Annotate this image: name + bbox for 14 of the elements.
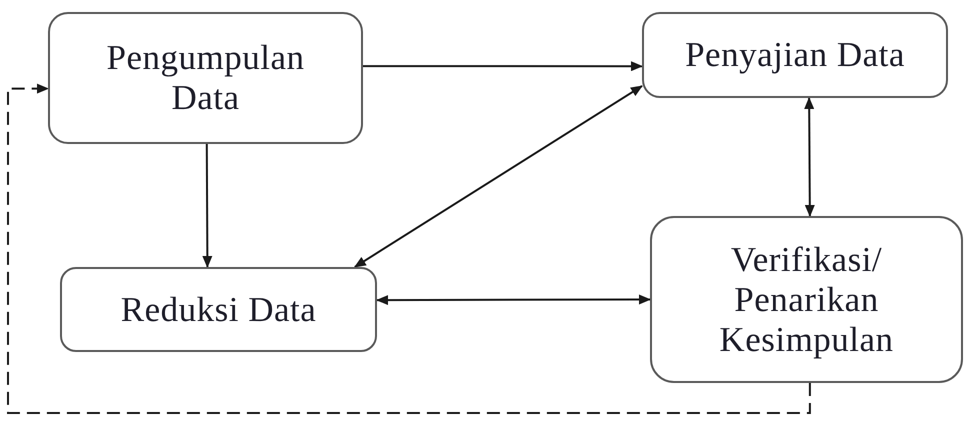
arrow xyxy=(804,97,815,217)
box-label: Pengumpulan Data xyxy=(106,38,306,118)
arrow xyxy=(363,61,643,72)
box-label: Verifikasi/ Penarikan Kesimpulan xyxy=(718,240,895,360)
process-box xyxy=(48,12,363,144)
box-label: Penyajian Data xyxy=(685,35,905,75)
process-box xyxy=(60,267,377,352)
process-box xyxy=(642,12,948,98)
arrow xyxy=(202,144,212,268)
process-box xyxy=(650,216,963,383)
dashed-arrow xyxy=(7,84,811,414)
box-label: Reduksi Data xyxy=(120,290,316,330)
arrow xyxy=(376,294,651,306)
arrow xyxy=(354,85,643,268)
